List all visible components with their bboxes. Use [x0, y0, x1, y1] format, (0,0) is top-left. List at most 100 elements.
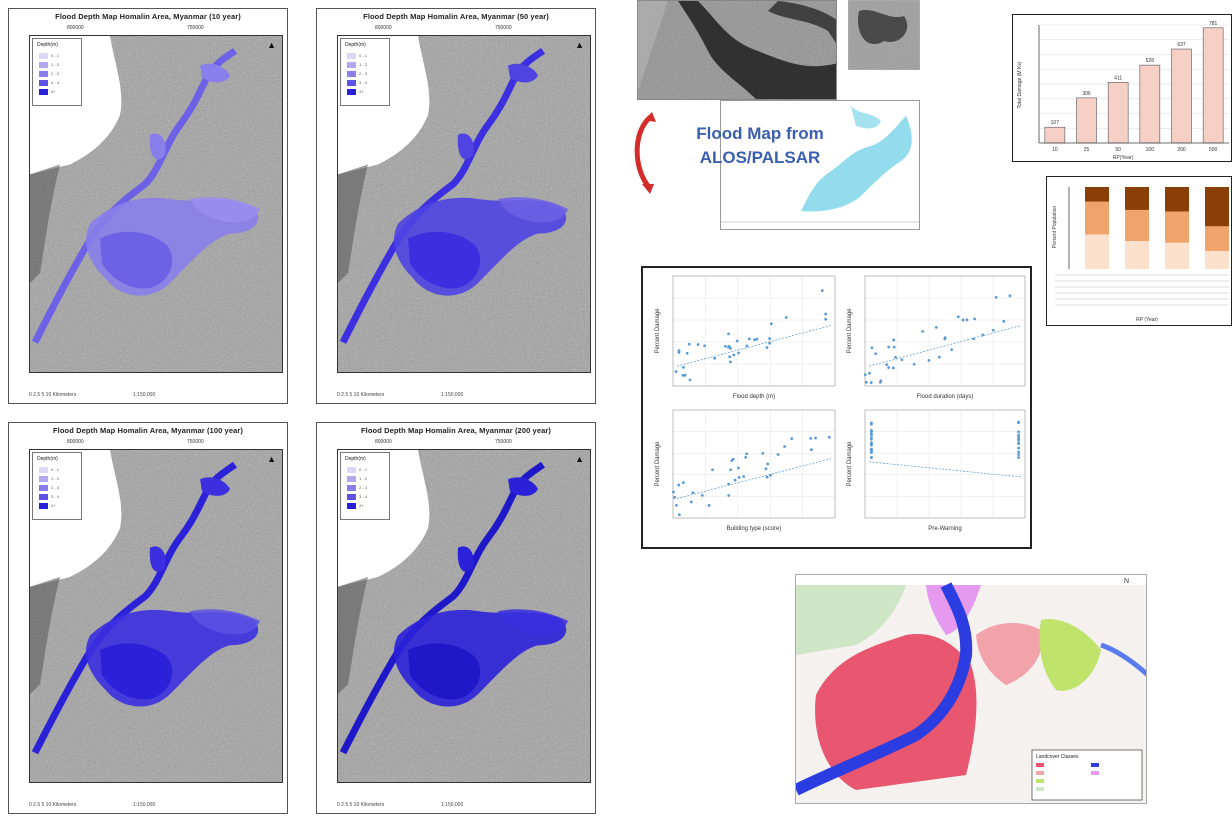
map-title: Flood Depth Map Homalin Area, Myanmar (2…	[361, 426, 551, 435]
scatter-point	[1017, 435, 1020, 439]
trend-line	[868, 461, 1022, 478]
depth-legend-label: 3 - 4	[51, 494, 60, 499]
trend-line	[676, 325, 832, 367]
bar-category-label: 25	[1084, 147, 1090, 153]
scale-ratio-text: 1:150,000	[133, 802, 156, 808]
bar-category-label: 100	[1146, 147, 1155, 153]
scatter-point	[703, 344, 707, 348]
map-tick-label: 800000	[375, 439, 392, 445]
scale-ratio-text: 1:150,000	[441, 392, 464, 398]
scatter-point	[1017, 433, 1020, 437]
bar-value-label: 411	[1114, 75, 1122, 81]
scatter-point	[956, 315, 960, 319]
scatter-point	[687, 342, 691, 346]
bar-category-label: 10	[1052, 147, 1058, 153]
scatter-point	[736, 466, 740, 470]
scatter-point	[747, 337, 751, 341]
depth-legend-title: Depth(m)	[345, 456, 366, 462]
scatter-point	[1017, 420, 1020, 424]
scatter-point	[729, 468, 733, 472]
depth-legend-swatch	[347, 71, 356, 77]
scatter-point	[868, 371, 871, 375]
depth-legend-label: 0 - 1	[51, 467, 60, 472]
scatter-point	[870, 441, 873, 445]
scatter-point	[870, 436, 873, 440]
scatter-point	[965, 318, 969, 322]
depth-legend-swatch	[39, 53, 48, 59]
scatter-point	[755, 337, 759, 341]
scatter-point	[864, 380, 868, 384]
map-tick-label: 800000	[67, 25, 84, 31]
depth-legend-label: 0 - 1	[359, 467, 368, 472]
curved-arrow-icon	[634, 112, 656, 194]
scatter-point	[885, 363, 889, 367]
north-arrow-icon: ▲	[267, 454, 276, 464]
alos-caption: Flood Map from ALOS/PALSAR	[660, 122, 860, 170]
damage-bar	[1202, 27, 1224, 144]
scatter-point	[744, 455, 748, 459]
scatter-point	[677, 513, 681, 517]
scatter-point	[673, 495, 677, 499]
landuse-legend-title: Landcover Classes	[1036, 754, 1079, 760]
scatter-point	[742, 475, 746, 478]
depth-legend-label: 2 - 3	[51, 485, 60, 490]
scatter-xlabel: Flood duration (days)	[917, 394, 974, 400]
scatter-point	[727, 332, 730, 336]
scatter-point	[727, 345, 730, 349]
scatter-point	[753, 338, 756, 342]
scatter-point	[900, 358, 904, 362]
stacked-bar-segment	[1165, 211, 1189, 243]
scatter-point	[745, 344, 749, 348]
map-tick-label: 750000	[495, 25, 512, 31]
scatter-ylabel: Percent Damage	[655, 308, 661, 354]
scatter-point	[731, 457, 735, 461]
depth-legend-swatch	[347, 53, 356, 59]
scatter-point	[870, 451, 873, 454]
scatter-point	[685, 351, 689, 355]
scatter-point	[863, 373, 867, 377]
scatter-point	[733, 478, 737, 482]
scatter-point	[887, 345, 891, 349]
scatter-point	[737, 476, 741, 479]
depth-legend-label: 2 - 3	[359, 71, 368, 76]
scatter-point	[824, 312, 828, 316]
scatter-point	[728, 355, 732, 359]
depth-legend-swatch	[39, 494, 48, 500]
scatter-point	[810, 448, 813, 452]
sar-image-large	[637, 0, 837, 100]
scatter-point	[870, 449, 873, 453]
scatter-point	[927, 358, 931, 362]
scatter-point	[776, 453, 780, 456]
scatter-point	[1017, 430, 1020, 434]
scale-bar-text: 0 2.5 5 10 Kilometers	[337, 802, 385, 808]
stacked-bar-segment	[1085, 201, 1109, 235]
scatter-point	[934, 325, 938, 329]
depth-legend-swatch	[39, 62, 48, 68]
scatter-point	[713, 356, 717, 360]
scatter-point	[894, 355, 897, 359]
alos-caption-line1: Flood Map from	[696, 124, 824, 143]
depth-legend-swatch	[347, 467, 356, 473]
scatter-point	[870, 455, 873, 459]
scatter-point	[711, 468, 714, 472]
scatter-point	[677, 483, 681, 487]
scatter-xlabel: Flood depth (m)	[733, 394, 775, 400]
stacked-chart-ylabel: Percent Population	[1052, 206, 1058, 248]
scatter-ylabel: Percent Damage	[847, 308, 853, 354]
depth-legend-label: 0 - 1	[51, 53, 60, 58]
depth-legend-label: 2 - 3	[359, 485, 368, 490]
stacked-bar-segment	[1125, 241, 1149, 269]
map-title: Flood Depth Map Homalin Area, Myanmar (1…	[55, 12, 241, 21]
scatter-ylabel: Percent Damage	[655, 441, 661, 487]
depth-legend-label: 2 - 3	[51, 71, 60, 76]
depth-legend-title: Depth(m)	[37, 456, 58, 462]
scatter-point	[766, 462, 770, 466]
depth-legend-swatch	[39, 467, 48, 473]
map-title: Flood Depth Map Homalin Area, Myanmar (1…	[53, 426, 243, 435]
depth-legend-label: 4+	[51, 503, 56, 508]
stacked-bar-segment	[1205, 250, 1229, 269]
scatter-point	[994, 295, 998, 299]
